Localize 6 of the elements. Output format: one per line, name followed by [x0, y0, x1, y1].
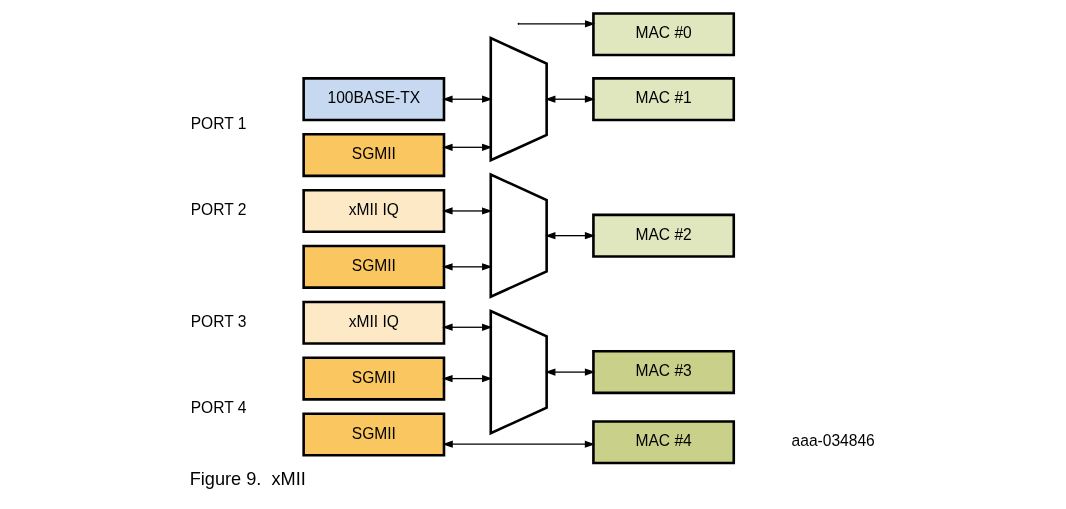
- label: PORT 1: [190, 115, 247, 133]
- label: PORT 2: [190, 201, 247, 218]
- caption: Figure 9. xMII: [189, 469, 306, 490]
- label: aaa-034846: [791, 432, 875, 450]
- label: PORT 3: [190, 312, 247, 330]
- label: PORT 4: [190, 398, 247, 416]
